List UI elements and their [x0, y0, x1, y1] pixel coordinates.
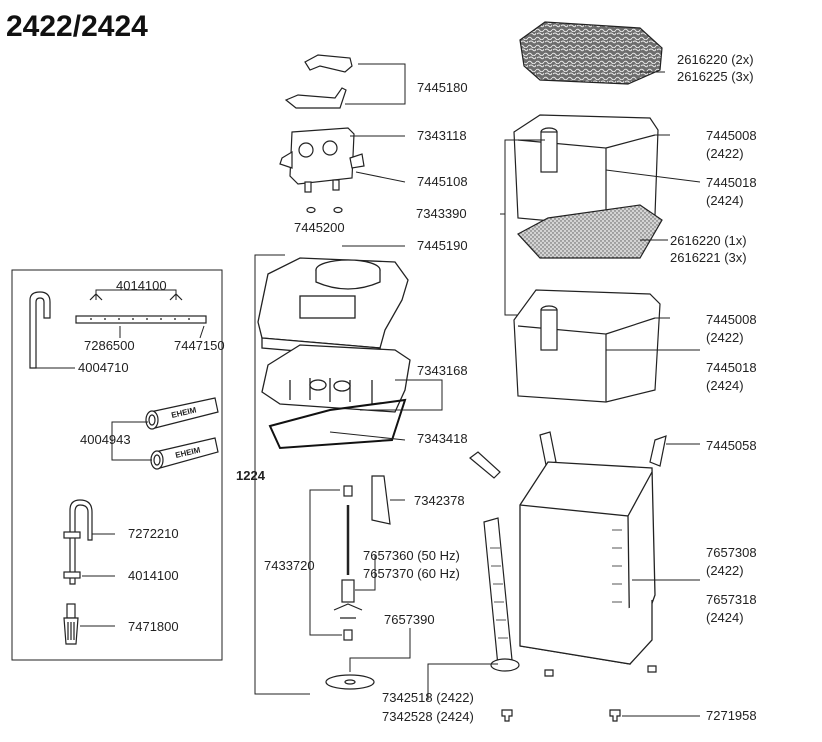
label-7445018-b: 7445018 — [706, 360, 757, 375]
label-7286500: 7286500 — [84, 338, 135, 353]
label-7342378: 7342378 — [414, 493, 465, 508]
label-7657308: 7657308 — [706, 545, 757, 560]
hose-lower — [150, 437, 219, 470]
leader-7342518 — [427, 663, 498, 700]
hose-upper — [145, 397, 219, 430]
pump-head — [279, 127, 365, 214]
label-2616221-3x: 2616221 (3x) — [670, 250, 747, 265]
clip-parts — [284, 54, 353, 109]
label-4014100-top: 4014100 — [116, 278, 167, 293]
accessory-box — [11, 269, 223, 661]
label-7433720: 7433720 — [264, 558, 315, 573]
label-2616225-3x: 2616225 (3x) — [677, 69, 754, 84]
leader-7447150 — [199, 325, 205, 339]
label-4004943: 4004943 — [80, 432, 131, 447]
label-1224: 1224 — [236, 468, 266, 483]
label-7657390: 7657390 — [384, 612, 435, 627]
diagram-title: 2422/2424 — [6, 10, 148, 43]
label-7272210: 7272210 — [128, 526, 179, 541]
seal-ring — [268, 398, 407, 450]
leader-7433720 — [309, 489, 342, 636]
fine-foam-pad — [517, 204, 663, 259]
canister-feet — [501, 665, 657, 722]
pump-housing — [261, 344, 411, 413]
leader-7445108 — [355, 171, 406, 183]
label-7343118: 7343118 — [417, 128, 467, 143]
label-7471800: 7471800 — [128, 619, 179, 634]
label-7445108: 7445108 — [417, 174, 468, 189]
label-7342518: 7342518 (2422) — [382, 690, 474, 705]
label-7445190: 7445190 — [417, 238, 468, 253]
label-2422-b: (2422) — [706, 330, 744, 345]
label-2424-b: (2424) — [706, 378, 744, 393]
label-7657360: 7657360 (50 Hz) — [363, 548, 460, 563]
intake-tube — [483, 517, 520, 672]
label-7445018-a: 7445018 — [706, 175, 757, 190]
leader-7657390 — [349, 628, 411, 672]
label-7343418: 7343418 — [417, 431, 468, 446]
label-2424-a: (2424) — [706, 193, 744, 208]
coarse-foam-pad — [519, 21, 663, 85]
label-7445200: 7445200 — [294, 220, 345, 235]
label-7445180: 7445180 — [417, 80, 468, 95]
label-2422-c: (2422) — [706, 563, 744, 578]
baffle-plate — [371, 475, 391, 525]
label-7342528: 7342528 (2424) — [382, 709, 474, 724]
filter-head — [257, 257, 409, 359]
leader-4004943 — [111, 421, 152, 461]
leader-7343168 — [360, 379, 443, 411]
label-4004710: 4004710 — [78, 360, 129, 375]
label-7657370: 7657370 (60 Hz) — [363, 566, 460, 581]
filter-basket-upper — [513, 114, 659, 227]
canister-body — [519, 461, 656, 665]
leader-7445018-a — [605, 169, 701, 183]
canister-clips — [469, 431, 667, 479]
outlet-pipe — [63, 499, 93, 585]
label-7657318: 7657318 — [706, 592, 757, 607]
label-7445058: 7445058 — [706, 438, 757, 453]
leader-7343418 — [329, 431, 406, 441]
label-7445008-a: 7445008 — [706, 128, 757, 143]
impeller-group — [325, 485, 375, 690]
label-2616220-2x: 2616220 (2x) — [677, 52, 754, 67]
intake-pipe — [29, 291, 51, 369]
label-2616220-1x: 2616220 (1x) — [670, 233, 747, 248]
label-2422-a: (2422) — [706, 146, 744, 161]
label-2424-c: (2424) — [706, 610, 744, 625]
label-7343390: 7343390 — [416, 206, 467, 221]
label-7271958: 7271958 — [706, 708, 757, 723]
leader-7657360 — [355, 555, 376, 591]
intake-strainer — [63, 603, 79, 645]
leader-7445180 — [345, 63, 406, 105]
label-7343168: 7343168 — [417, 363, 468, 378]
label-4014100-bottom: 4014100 — [128, 568, 179, 583]
label-7447150: 7447150 — [174, 338, 225, 353]
bracket-1224 — [254, 254, 310, 695]
filter-basket-lower — [513, 289, 661, 403]
label-7445008-b: 7445008 — [706, 312, 757, 327]
leader-4014100-top — [95, 289, 177, 300]
